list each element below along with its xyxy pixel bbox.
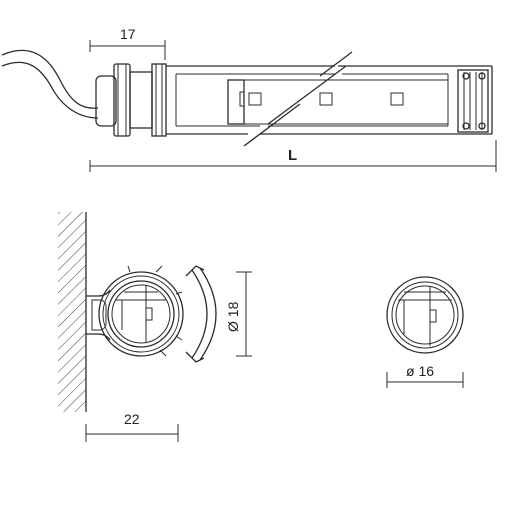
led-chip (319, 92, 333, 106)
dimension-label: L (288, 147, 297, 164)
dimension-label: 22 (124, 411, 140, 427)
cable-gland (95, 63, 167, 137)
dimension-label: Ø 18 (225, 301, 241, 332)
led-chip (248, 92, 262, 106)
cable (1, 49, 99, 109)
dimension-total-length: L (89, 140, 497, 172)
dimension-clip-diameter: Ø 18 (225, 271, 252, 357)
rotation-arrow-icon (185, 265, 217, 363)
profile-section-view: ø 16 (386, 276, 464, 388)
dimension-wall-offset: 22 (85, 411, 179, 442)
break-line (319, 51, 353, 77)
led-chip (390, 92, 404, 106)
mounting-section-view: Ø 18 22 (58, 212, 252, 442)
dimension-profile-diameter: ø 16 (386, 363, 464, 388)
dimension-label: 17 (120, 26, 136, 42)
profile-tube (166, 51, 493, 147)
dimension-label: ø 16 (406, 363, 434, 379)
wall-hatch-icon (58, 212, 86, 412)
side-view: 17 L (1, 26, 497, 172)
profile-circle (107, 280, 175, 348)
dimension-17: 17 (89, 26, 166, 60)
